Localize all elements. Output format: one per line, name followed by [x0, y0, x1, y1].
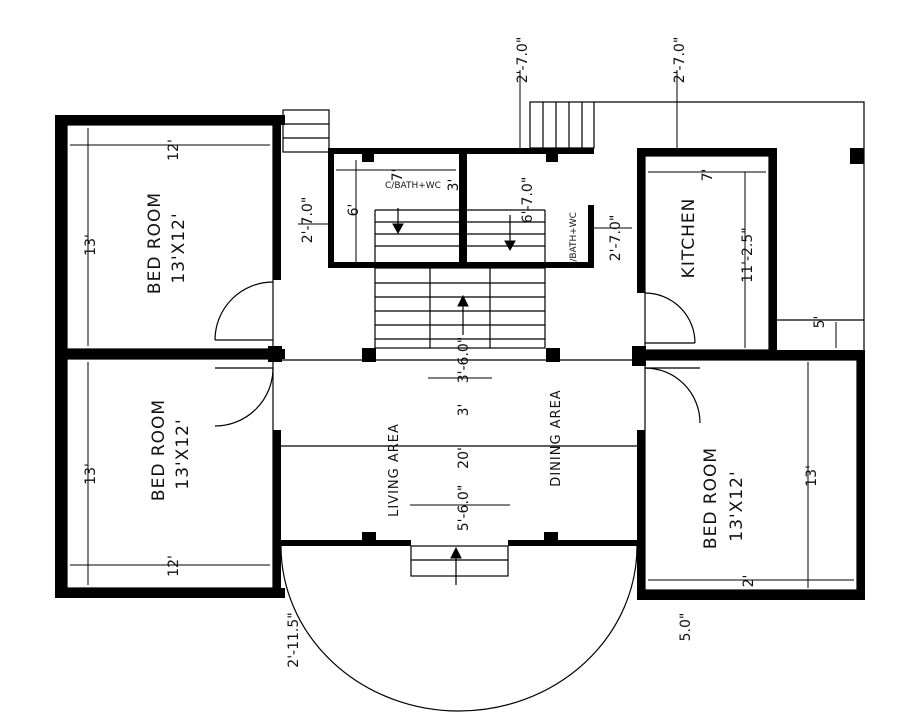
bed2-name: BED ROOM: [149, 399, 169, 501]
wall-bed3-left: [637, 430, 645, 598]
bed1-name: BED ROOM: [145, 192, 165, 294]
dim-bed1-w: 12': [166, 139, 182, 161]
dim-center-lower: 5'-6.0": [456, 485, 472, 532]
wall-bed1-top: [55, 115, 285, 125]
column: [544, 532, 558, 544]
dim-bed2-h: 13': [83, 463, 99, 485]
dim-bath-left-mid: 3': [446, 179, 462, 192]
wall-kitchen-left: [637, 148, 645, 293]
wall-kitchen-bottom: [637, 350, 863, 360]
wall-bed3-bottom: [637, 590, 865, 600]
dim-kitchen-h: 11'-2.5": [740, 227, 756, 282]
dim-bath-left-h: 6': [346, 204, 362, 217]
column: [268, 346, 282, 362]
column: [632, 346, 646, 366]
dim-porch: 2'-11.5": [286, 612, 302, 667]
dim-bed1-h: 13': [83, 234, 99, 256]
dim-bath-left-w: 7': [390, 169, 406, 182]
column: [546, 348, 560, 362]
column: [362, 152, 374, 162]
bed3-name: BED ROOM: [701, 447, 721, 549]
column: [850, 148, 864, 164]
wall-bed2-right: [273, 430, 281, 598]
dim-bed3-w: 2': [741, 575, 757, 588]
dim-bed3-h: 13': [804, 465, 820, 487]
dim-store-h: 5': [812, 316, 828, 329]
dim-center-upper: 3'-6.0": [456, 337, 472, 384]
column: [546, 152, 558, 162]
bath2-name: C/BATH+WC: [569, 212, 579, 268]
dim-bath-left: 2'-7.0": [300, 197, 316, 244]
dimension-labels: 13' 12' 13' 12' 13' 2' 5.0" 2'-7.0" 2'-7…: [83, 37, 828, 668]
bed1-size: 13'X12': [169, 212, 189, 283]
arrow-down-icon: [504, 240, 516, 252]
wall-bed1-right: [273, 115, 281, 280]
living-area-label: LIVING AREA: [387, 423, 402, 517]
wall-kitchen-right: [769, 148, 777, 358]
dining-area-label: DINING AREA: [549, 389, 564, 486]
bath1-name: C/BATH+WC: [385, 181, 441, 191]
dim-bath-right-side: 2'-7.0": [608, 215, 624, 262]
wall-bed-divider: [55, 349, 285, 359]
dim-bed3-left: 5.0": [678, 613, 694, 642]
wall-bath-mid: [459, 148, 467, 268]
arrow-up-icon: [457, 294, 469, 307]
dim-bed2-w: 12': [166, 555, 182, 577]
column: [362, 348, 376, 362]
dim-top-left-stair: 2'-7.0": [515, 37, 531, 84]
dim-top-right-stair: 2'-7.0": [672, 37, 688, 84]
bed3-size: 13'X12': [727, 470, 747, 541]
thin-lines: [58, 101, 865, 712]
dim-bath-right-top: 6'-7.0": [520, 177, 536, 224]
bed2-size: 13'X12': [173, 418, 193, 489]
dim-kitchen-w: 7': [700, 169, 716, 182]
arrow-down-icon: [392, 223, 404, 235]
arrows: [70, 70, 854, 588]
arrow-up-icon: [450, 546, 462, 559]
labels: BED ROOM 13'X12' BED ROOM 13'X12' BED RO…: [145, 181, 747, 549]
wall-bath-right: [588, 205, 594, 268]
wall-bed2-bottom: [55, 588, 285, 598]
dim-hall-w2: 3': [456, 404, 472, 417]
wall-bath-left: [328, 148, 334, 268]
wall-front-left: [281, 540, 411, 546]
wall-front-right: [508, 540, 638, 546]
column: [362, 532, 376, 544]
dim-hall-w: 20': [456, 447, 472, 469]
kitchen-name: KITCHEN: [679, 198, 699, 279]
